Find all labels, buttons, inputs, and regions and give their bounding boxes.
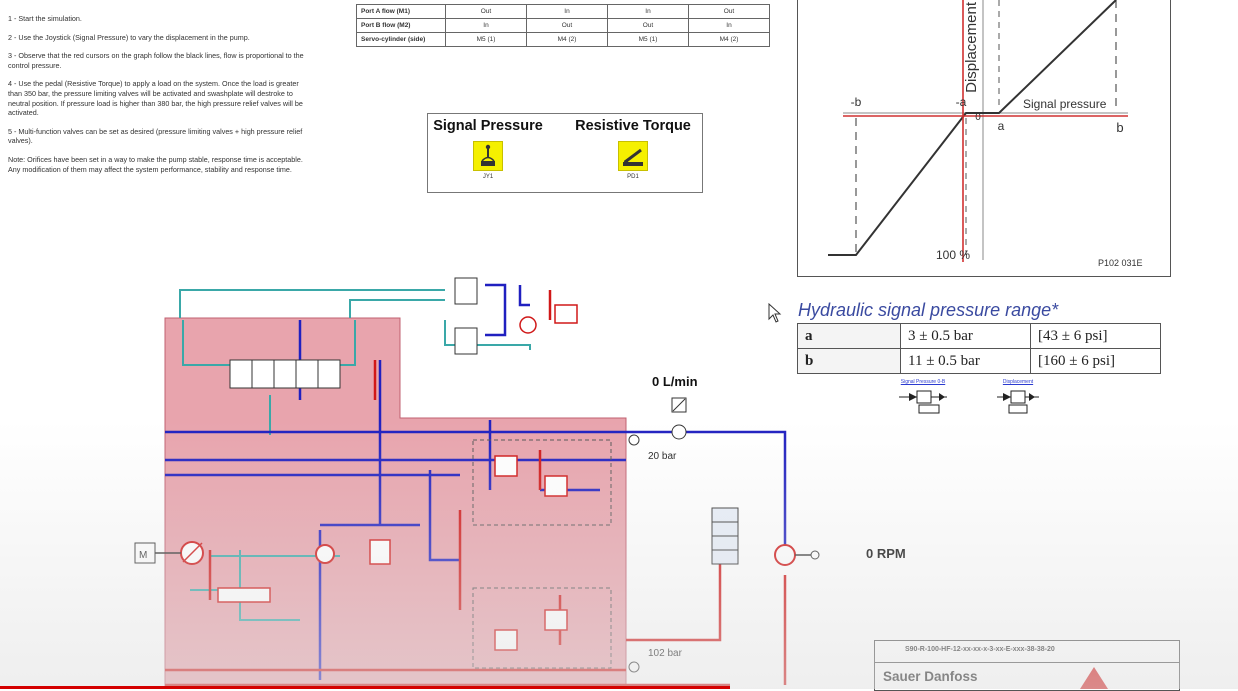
pilot-valve-1 [454,277,478,305]
relief-valve-top-2 [544,475,568,497]
pressure-gauge-bottom-icon [628,661,640,673]
flow-readout: 0 L/min [652,374,698,389]
label-b: b [1116,120,1123,135]
valve-link-label[interactable]: Displacement [1002,379,1034,385]
table-cell: M4 (2) [688,32,770,47]
instruction-step-5: 5 - Multi-function valves can be set as … [8,126,303,146]
title-divider [875,662,1179,663]
label-neg-a: -a [956,95,967,109]
resistive-torque-tag: PD1 [627,174,639,180]
charge-relief-valve [369,539,391,565]
table-cell: Out [688,4,770,19]
row-label: Servo-cylinder (side) [356,32,446,47]
table-row: Servo-cylinder (side) M5 (1) M4 (2) M5 (… [356,32,770,47]
row-label: Port B flow (M2) [356,18,446,33]
row-label: Port A flow (M1) [356,4,446,19]
y-axis-label: Displacement [963,1,980,93]
table-row: a 3 ± 0.5 bar [43 ± 6 psi] [797,323,1161,349]
range-bar: 3 ± 0.5 bar [900,323,1031,349]
range-psi: [160 ± 6 psi] [1030,348,1161,374]
table-cell: In [445,18,527,33]
servo-cylinder-icon [217,587,271,603]
drawing-title-block: S90-R-100-HF-12-xx-xx-x-3-xx-E-xxx-38-38… [874,640,1180,691]
control-valve [229,359,341,389]
valve-link-label[interactable]: Signal Pressure 0-B [900,379,946,385]
table-cell: M5 (1) [445,32,527,47]
signal-pressure-control[interactable]: Signal Pressure JY1 [428,118,548,180]
pressure-gauge-top-icon [628,434,640,446]
range-key: b [797,348,901,374]
range-bar: 11 ± 0.5 bar [900,348,1031,374]
pressure-readout-bottom: 102 bar [648,648,682,659]
joystick-icon[interactable] [473,141,503,171]
charge-pump-icon [315,544,335,564]
instruction-step-4: 4 - Use the pedal (Resistive Torque) to … [8,79,303,118]
displacement-graph: -b -a 0 a b Signal pressure Displacement… [797,0,1171,277]
flow-sensor-icon [671,424,687,440]
valve-link-displacement[interactable]: Displacement [993,379,1043,420]
relief-valve-top-1 [494,455,518,477]
hydraulic-schematic: M [134,277,820,689]
signal-range-title: Hydraulic signal pressure range* [798,300,1059,320]
signal-pressure-label: Signal Pressure [433,118,543,134]
displacement-curve [828,0,1117,256]
table-cell: Out [607,18,689,33]
company-logo-icon [1080,667,1108,689]
model-code: S90-R-100-HF-12-xx-xx-x-3-xx-E-xxx-38-38… [905,646,1055,653]
valve-link-signal-pressure[interactable]: Signal Pressure 0-B [895,379,951,420]
control-valve-arrows [251,360,319,388]
instruction-step-1: 1 - Start the simulation. [8,14,82,23]
x-axis-label: Signal pressure [1023,97,1107,111]
pilot-valve-2 [454,327,478,355]
instructions-panel: 1 - Start the simulation. 2 - Use the Jo… [8,14,308,183]
label-100-percent: 100 % [936,248,970,262]
video-progress-bar[interactable] [0,686,730,689]
relief-valve-bottom-1 [494,629,518,651]
motor-shaft-icon [810,550,820,560]
table-cell: In [526,4,608,19]
figure-code: P102 031E [1098,258,1143,268]
range-psi: [43 ± 6 psi] [1030,323,1161,349]
resistive-torque-control[interactable]: Resistive Torque PD1 [566,118,700,180]
table-cell: M4 (2) [526,32,608,47]
range-key: a [797,323,901,349]
table-cell: M5 (1) [607,32,689,47]
hydraulic-motor-icon [774,544,796,566]
company-name: Sauer Danfoss [883,669,978,684]
resistive-torque-label: Resistive Torque [575,118,691,134]
table-cell: In [688,18,770,33]
displacement-graph-svg: -b -a 0 a b Signal pressure Displacement… [828,0,1143,268]
table-row: Port A flow (M1) Out In In Out [356,4,770,19]
signal-range-table: a 3 ± 0.5 bar [43 ± 6 psi] b 11 ± 0.5 ba… [797,323,1161,374]
controls-panel: Signal Pressure JY1 Resistive Torque PD1 [427,113,703,193]
signal-pressure-tag: JY1 [482,174,494,180]
instruction-step-2: 2 - Use the Joystick (Signal Pressure) t… [8,32,250,42]
table-row: b 11 ± 0.5 bar [160 ± 6 psi] [797,348,1161,374]
table-cell: In [607,4,689,19]
table-cell: Out [445,4,527,19]
instruction-step-3: 3 - Observe that the red cursors on the … [8,51,304,70]
svg-text:M: M [139,550,147,561]
pedal-icon[interactable] [618,141,648,171]
port-flow-table: Port A flow (M1) Out In In Out Port B fl… [356,4,770,47]
label-zero: 0 [975,112,981,123]
table-row: Port B flow (M2) In Out Out In [356,18,770,33]
valve-symbol-icon [899,390,947,414]
pilot-relief-valve [554,304,578,324]
label-neg-b: -b [851,95,862,109]
table-cell: Out [526,18,608,33]
pressure-readout-top: 20 bar [648,451,677,462]
mouse-pointer-icon [768,303,782,323]
pilot-pump-icon [519,316,537,334]
relief-valve-bottom-2 [544,609,568,631]
instruction-note: Note: Orifices have been set in a way to… [8,154,303,174]
label-a: a [998,119,1005,133]
valve-symbol-icon [997,390,1039,414]
rpm-readout: 0 RPM [866,546,906,561]
